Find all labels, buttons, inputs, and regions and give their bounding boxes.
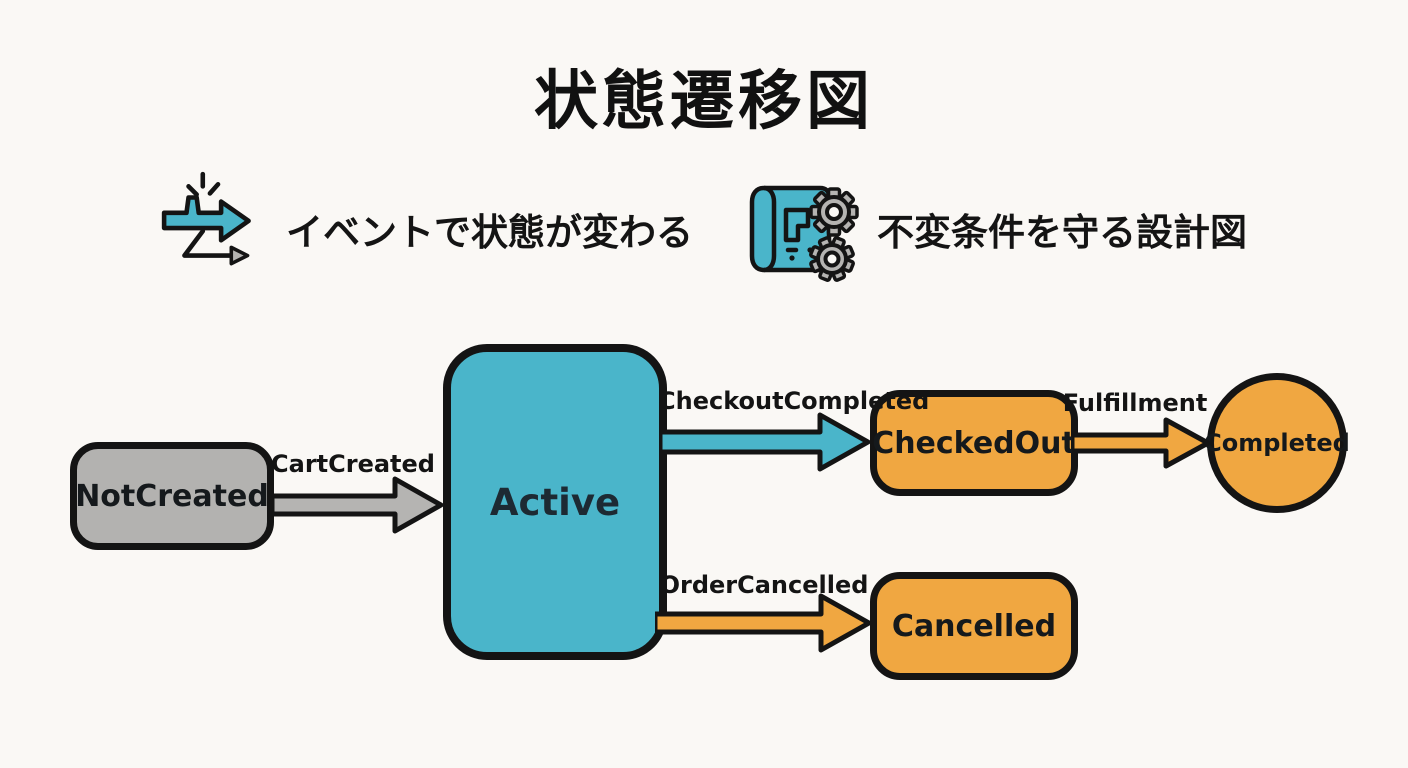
legend-label-invariants: 不変条件を守る設計図 (877, 211, 1247, 254)
transition-arrow-cartcreated (268, 468, 446, 546)
blueprint-gears-icon (744, 174, 866, 290)
transition-arrow-ordercancelled (652, 586, 873, 664)
transition-label-ordercancelled: OrderCancelled (659, 571, 869, 599)
transition-arrow-fulfillment (1069, 410, 1212, 480)
legend-label-events: イベントで状態が変わる (286, 211, 693, 254)
state-cancelled-label: Cancelled (891, 608, 1057, 644)
transition-arrow-checkoutcompleted (657, 405, 872, 483)
state-notcreated-label: NotCreated (75, 478, 269, 514)
state-notcreated: NotCreated (70, 442, 274, 550)
gear-bottom (809, 236, 855, 282)
event-arrow-icon (158, 168, 272, 286)
state-completed: Completed (1204, 373, 1350, 513)
gear-top (809, 187, 859, 237)
state-checkedout-label: CheckedOut (872, 425, 1076, 461)
transition-label-checkoutcompleted: CheckoutCompleted (658, 387, 930, 415)
transition-label-fulfillment: Fulfillment (1062, 389, 1208, 417)
page-title: 状態遷移図 (534, 65, 874, 139)
transition-label-cartcreated: CartCreated (271, 450, 435, 478)
state-cancelled: Cancelled (870, 572, 1078, 680)
state-active: Active (443, 344, 667, 660)
state-completed-label: Completed (1204, 429, 1350, 457)
state-active-label: Active (489, 480, 621, 524)
